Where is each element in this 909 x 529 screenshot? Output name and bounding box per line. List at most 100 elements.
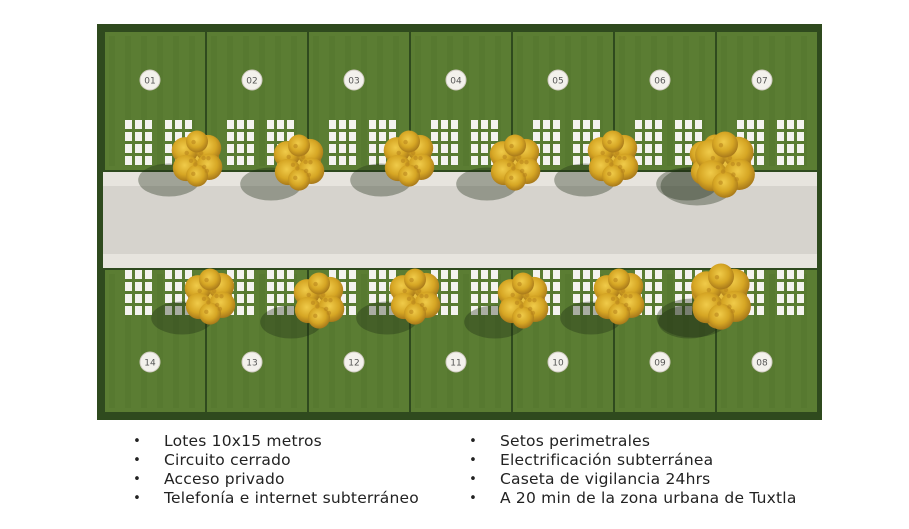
tree-leaf-cluster — [506, 162, 512, 168]
grass-stripe — [275, 274, 281, 408]
paver — [583, 144, 590, 153]
paver — [645, 120, 652, 129]
paver — [227, 270, 234, 279]
tree-leaf-cluster — [620, 288, 626, 294]
tree-leaf-cluster — [406, 296, 412, 302]
paver — [471, 306, 478, 315]
tree-leaf-cluster — [300, 154, 306, 160]
paver — [277, 132, 284, 141]
paver — [135, 294, 142, 303]
paver — [267, 294, 274, 303]
tree-leaf-cluster — [610, 296, 616, 302]
paver — [247, 306, 254, 315]
paver — [787, 156, 794, 165]
paver — [777, 306, 784, 315]
paver — [277, 282, 284, 291]
paver — [237, 156, 244, 165]
tree-leaf-cluster — [419, 293, 424, 299]
tree-leaf-cluster — [315, 304, 320, 309]
tree-leaf-cluster — [206, 155, 211, 161]
paver — [471, 132, 478, 141]
paver — [747, 270, 754, 279]
tree-leaf-cluster — [706, 287, 712, 293]
paver — [237, 282, 244, 291]
paver — [339, 144, 346, 153]
lot-number: 11 — [450, 359, 461, 369]
paver — [481, 132, 488, 141]
paver — [267, 282, 274, 291]
paver — [227, 144, 234, 153]
tree-leaf-cluster — [409, 309, 414, 315]
paver — [747, 306, 754, 315]
grass-stripe — [801, 274, 807, 408]
tree-leaf-cluster — [201, 164, 207, 170]
grass-stripe — [447, 274, 453, 408]
lot-marker-06: 06 — [649, 69, 671, 91]
paver — [481, 294, 488, 303]
paver — [237, 294, 244, 303]
tree-leaf-cluster — [188, 158, 194, 164]
paver — [349, 156, 356, 165]
paver — [125, 294, 132, 303]
feature-right-text: Electrificación subterránea — [500, 451, 714, 469]
tree-leaf-cluster — [609, 162, 614, 167]
tree-leaf-cluster — [509, 175, 514, 181]
tree-leaf-cluster — [306, 172, 312, 178]
tree-leaf-cluster — [286, 154, 291, 160]
grass-stripe — [785, 36, 791, 166]
grass-stripe — [189, 274, 195, 408]
paver — [145, 270, 152, 279]
grass-stripe — [721, 36, 727, 166]
paver — [797, 270, 804, 279]
paver — [267, 132, 274, 141]
grass-stripe — [141, 36, 147, 166]
paver — [369, 282, 376, 291]
paver — [125, 144, 132, 153]
paver — [747, 294, 754, 303]
tree-leaf-cluster — [191, 171, 196, 177]
paver — [145, 156, 152, 165]
paver — [125, 306, 132, 315]
paver — [287, 120, 294, 129]
paver — [175, 132, 182, 141]
lot-number: 05 — [552, 77, 563, 87]
tree-leaf-cluster — [607, 171, 612, 177]
paver — [635, 132, 642, 141]
paver — [593, 294, 600, 303]
paver — [747, 120, 754, 129]
tree-leaf-cluster — [711, 297, 717, 302]
paver — [747, 282, 754, 291]
tree-leaf-cluster — [517, 313, 522, 319]
tree-leaf-cluster — [217, 306, 223, 312]
tree-leaf-cluster — [193, 162, 198, 167]
grass-stripe — [667, 274, 673, 408]
paver — [797, 120, 804, 129]
tree-leaf-cluster — [524, 159, 529, 165]
paver — [135, 282, 142, 291]
paver — [135, 270, 142, 279]
tree-leaf-cluster — [201, 155, 206, 161]
paver — [339, 270, 346, 279]
paver — [573, 120, 580, 129]
tree — [497, 272, 549, 329]
tree-canopy — [602, 130, 624, 153]
lot-number: 12 — [348, 359, 359, 369]
tree-leaf-cluster — [607, 139, 612, 145]
tree-leaf-cluster — [527, 297, 532, 303]
grass-stripe — [243, 36, 249, 166]
lot-marker-circle — [751, 69, 773, 91]
paver — [635, 120, 642, 129]
tree-leaf-cluster — [197, 288, 202, 294]
grass-stripe — [431, 36, 437, 166]
tree — [389, 268, 441, 325]
features-right: •Setos perimetrales•Electrificación subt… — [468, 432, 797, 508]
paver — [787, 270, 794, 279]
grass-stripe — [651, 36, 657, 166]
paver — [329, 144, 336, 153]
paver — [165, 294, 172, 303]
tree-leaf-cluster — [419, 302, 425, 308]
tree-leaf-cluster — [402, 288, 407, 294]
paver — [277, 270, 284, 279]
tree-leaf-cluster — [519, 168, 525, 174]
tree-canopy — [186, 130, 208, 153]
